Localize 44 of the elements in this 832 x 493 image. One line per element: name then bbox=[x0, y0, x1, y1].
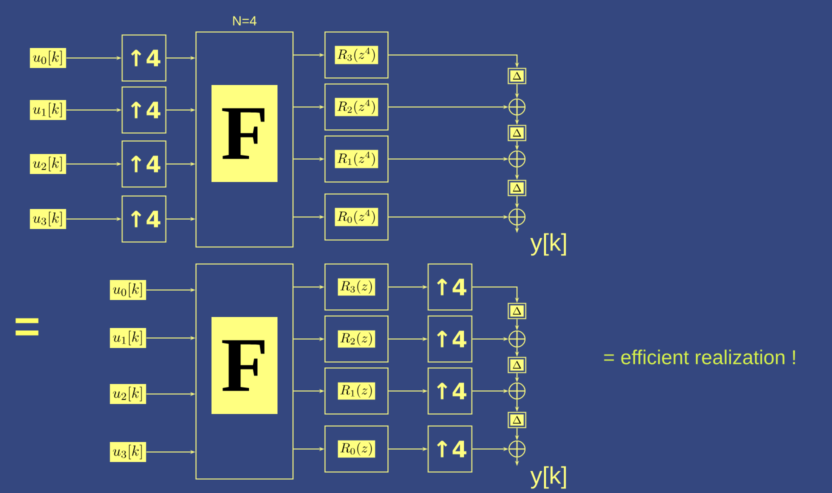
input-signal-label: $u_2[k]$ bbox=[110, 384, 146, 404]
input-signal-label: $u_1[k]$ bbox=[110, 328, 146, 348]
delay-box: $\Delta$ bbox=[508, 124, 526, 142]
matrix-label: F bbox=[212, 317, 278, 414]
upsampler-box: ↑4 bbox=[428, 425, 472, 473]
polyphase-filter-box: $R_0(z)$ bbox=[324, 425, 389, 473]
upsampler-box: ↑4 bbox=[122, 86, 166, 134]
adder-circle bbox=[508, 208, 526, 226]
adder-circle bbox=[508, 382, 526, 400]
upsampler-box: ↑4 bbox=[428, 315, 472, 363]
input-signal-label: $u_3[k]$ bbox=[30, 209, 66, 229]
output-label: y[k] bbox=[530, 466, 566, 489]
delay-box: $\Delta$ bbox=[508, 180, 526, 196]
node-label: N=4 bbox=[233, 16, 257, 26]
polyphase-filter-box: $R_3(z^4)$ bbox=[324, 31, 389, 79]
upsampler-box: ↑4 bbox=[122, 195, 166, 243]
polyphase-filter-box: $R_1(z)$ bbox=[324, 367, 389, 415]
adder-circle bbox=[508, 330, 526, 348]
annotation-text: = efficient realization ! bbox=[604, 350, 795, 364]
input-signal-label: $u_3[k]$ bbox=[110, 442, 146, 462]
polyphase-filter-box: $R_2(z)$ bbox=[324, 315, 389, 363]
delay-box: $\Delta$ bbox=[508, 356, 526, 374]
polyphase-filter-box: $R_2(z^4)$ bbox=[324, 83, 389, 131]
upsampler-box: ↑4 bbox=[122, 34, 166, 82]
output-label: y[k] bbox=[530, 233, 566, 256]
input-signal-label: $u_1[k]$ bbox=[30, 100, 66, 120]
input-signal-label: $u_0[k]$ bbox=[110, 280, 146, 300]
adder-circle bbox=[508, 440, 526, 458]
input-signal-label: $u_0[k]$ bbox=[30, 48, 66, 68]
upsampler-box: ↑4 bbox=[122, 140, 166, 188]
adder-circle bbox=[508, 98, 526, 116]
upsampler-box: ↑4 bbox=[428, 367, 472, 415]
polyphase-filter-box: $R_3(z)$ bbox=[324, 263, 389, 311]
delay-box: $\Delta$ bbox=[508, 412, 526, 428]
input-signal-label: $u_2[k]$ bbox=[30, 154, 66, 174]
adder-circle bbox=[508, 150, 526, 168]
upsampler-box: ↑4 bbox=[428, 263, 472, 311]
delay-box: $\Delta$ bbox=[508, 302, 526, 320]
delay-box: $\Delta$ bbox=[508, 68, 526, 84]
equals-sign: = bbox=[16, 318, 38, 336]
polyphase-filter-box: $R_0(z^4)$ bbox=[324, 193, 389, 241]
filter-bank-box bbox=[195, 263, 294, 480]
matrix-label: F bbox=[212, 85, 278, 182]
polyphase-filter-box: $R_1(z^4)$ bbox=[324, 135, 389, 183]
